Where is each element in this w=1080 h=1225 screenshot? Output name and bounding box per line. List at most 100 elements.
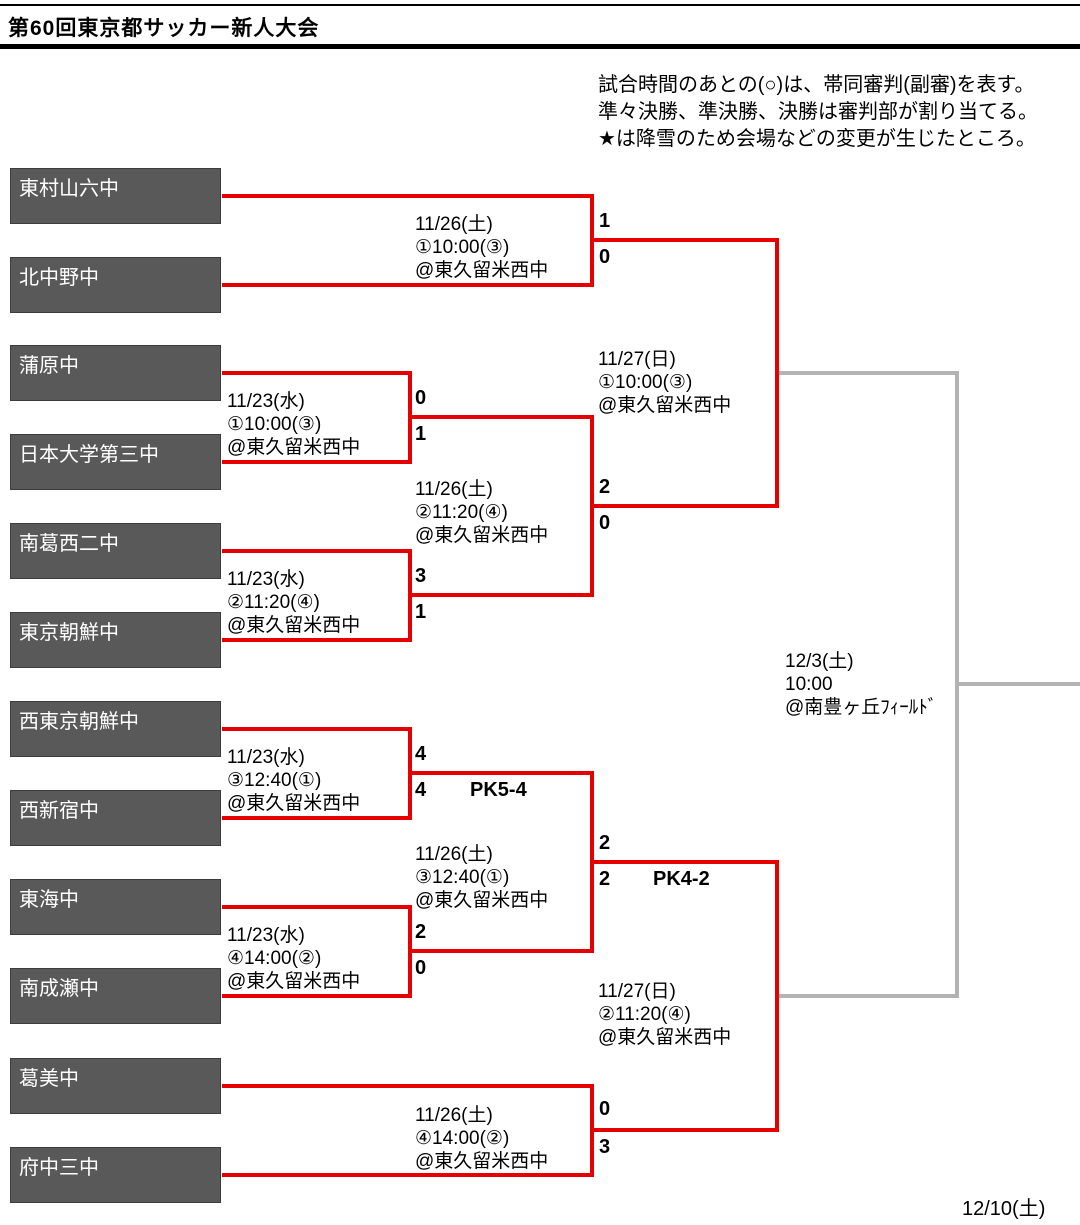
match-date: 11/26(土) [415,479,493,500]
match-time: ④14:00(②) [227,948,322,969]
bracket-join-sf1 [775,238,779,508]
top-rule [0,4,1080,6]
match-info-qf1: 11/26(土) ①10:00(③) @東久留米西中 [415,213,548,282]
match-info-r1m4: 11/23(水) ④14:00(②) @東久留米西中 [227,924,360,993]
team-box-5: 南葛西二中 [10,523,221,579]
score-qf3-top: 2 [599,832,611,854]
match-date: 11/26(土) [415,1105,493,1126]
bracket-join-sf2 [775,860,779,1132]
match-time: ②11:20(④) [227,592,320,613]
legend-note-line: ★は降雪のため会場などの変更が生じたところ。 [598,128,1036,150]
match-date: 12/3(土) [785,651,854,672]
team-name: 蒲原中 [19,355,79,377]
match-venue: @東久留米西中 [415,260,549,281]
match-info-qf2: 11/26(土) ②11:20(④) @東久留米西中 [415,478,548,547]
team-name: 府中三中 [19,1157,99,1179]
match-date: 11/26(土) [415,214,493,235]
match-time: ②11:20(④) [598,1004,691,1025]
match-date: 11/23(水) [227,925,305,946]
title-rule [0,44,1080,49]
match-time: ①10:00(③) [227,414,322,435]
team-box-6: 東京朝鮮中 [10,612,221,668]
team-name: 南成瀬中 [19,978,99,1000]
bracket-line-team3 [222,371,412,375]
team-box-2: 北中野中 [10,257,221,313]
bracket-line-team6 [222,638,412,642]
score-r1m4-bottom: 0 [415,957,427,979]
bracket-join-final [955,371,959,998]
team-box-4: 日本大学第三中 [10,434,221,490]
match-venue: @東久留米西中 [415,890,549,911]
bracket-line-team8 [222,816,412,820]
team-box-1: 東村山六中 [10,168,221,224]
match-venue: @南豊ヶ丘ﾌｨｰﾙﾄﾞ [785,697,938,718]
team-box-10: 南成瀬中 [10,968,221,1024]
match-info-r1m2: 11/23(水) ②11:20(④) @東久留米西中 [227,568,360,637]
bracket-line-team9 [222,905,412,909]
team-box-3: 蒲原中 [10,345,221,401]
score-r1m3-top: 4 [415,743,427,765]
bracket-line-team5 [222,549,412,553]
team-box-11: 葛美中 [10,1058,221,1114]
match-venue: @東久留米西中 [598,1027,732,1048]
match-date: 11/23(水) [227,747,305,768]
match-info-r1m1: 11/23(水) ①10:00(③) @東久留米西中 [227,390,360,459]
bracket-exit-qf3 [590,860,779,864]
score-r1m4-top: 2 [415,921,427,943]
team-box-8: 西新宿中 [10,790,221,846]
match-venue: @東久留米西中 [227,437,361,458]
match-date: 11/27(日) [598,981,676,1002]
match-date: 11/23(水) [227,391,305,412]
match-venue: @東久留米西中 [227,793,361,814]
match-date: 11/26(土) [415,844,493,865]
match-time: ③12:40(①) [415,867,510,888]
pk-note-r1m3: PK5-4 [470,779,527,801]
score-qf4-top: 0 [599,1098,611,1120]
tournament-title: 第60回東京都サッカー新人大会 [8,17,320,40]
bracket-exit-r1m3 [408,771,594,775]
match-time: ①10:00(③) [598,372,693,393]
pk-note-qf3: PK4-2 [653,868,710,890]
bracket-line-team7 [222,727,412,731]
team-box-9: 東海中 [10,879,221,935]
bracket-line-team4 [222,460,412,464]
legend-notes: 試合時間のあとの(○)は、帯同審判(副審)を表す。 準々決勝、準決勝、決勝は審判… [598,72,1038,153]
match-time: ③12:40(①) [227,770,322,791]
match-info-final: 12/3(土) 10:00 @南豊ヶ丘ﾌｨｰﾙﾄﾞ [785,650,937,719]
bracket-line-team12 [222,1173,594,1177]
team-name: 日本大学第三中 [19,444,159,466]
team-name: 東村山六中 [19,178,119,200]
match-venue: @東久留米西中 [415,1151,549,1172]
bracket-exit-r1m1 [408,415,594,419]
score-r1m1-top: 0 [415,387,427,409]
team-name: 東京朝鮮中 [19,622,119,644]
bracket-line-team10 [222,994,412,998]
match-time: ④14:00(②) [415,1128,510,1149]
score-r1m1-bottom: 1 [415,423,427,445]
bracket-exit-r1m4 [408,949,594,953]
score-r1m2-bottom: 1 [415,601,427,623]
match-venue: @東久留米西中 [227,615,361,636]
team-name: 南葛西二中 [19,533,119,555]
team-name: 東海中 [19,889,79,911]
bracket-exit-sf2 [779,994,959,998]
score-qf1-top: 1 [599,210,611,232]
next-round-date: 12/10(土) [962,1198,1046,1220]
bracket-exit-qf4 [590,1128,779,1132]
match-venue: @東久留米西中 [598,395,732,416]
match-date: 11/23(水) [227,569,305,590]
team-name: 西東京朝鮮中 [19,711,139,733]
team-name: 葛美中 [19,1068,79,1090]
legend-note-line: 試合時間のあとの(○)は、帯同審判(副審)を表す。 [598,74,1035,96]
score-qf1-bottom: 0 [599,246,611,268]
score-qf3-bottom: 2 [599,868,611,890]
team-box-12: 府中三中 [10,1147,221,1203]
bracket-exit-r1m2 [408,593,594,597]
bracket-exit-sf1 [779,371,959,375]
match-info-sf1: 11/27(日) ①10:00(③) @東久留米西中 [598,348,731,417]
match-info-qf3: 11/26(土) ③12:40(①) @東久留米西中 [415,843,548,912]
team-name: 西新宿中 [19,800,99,822]
match-info-qf4: 11/26(土) ④14:00(②) @東久留米西中 [415,1104,548,1173]
score-qf2-bottom: 0 [599,512,611,534]
bracket-exit-qf2 [590,504,779,508]
